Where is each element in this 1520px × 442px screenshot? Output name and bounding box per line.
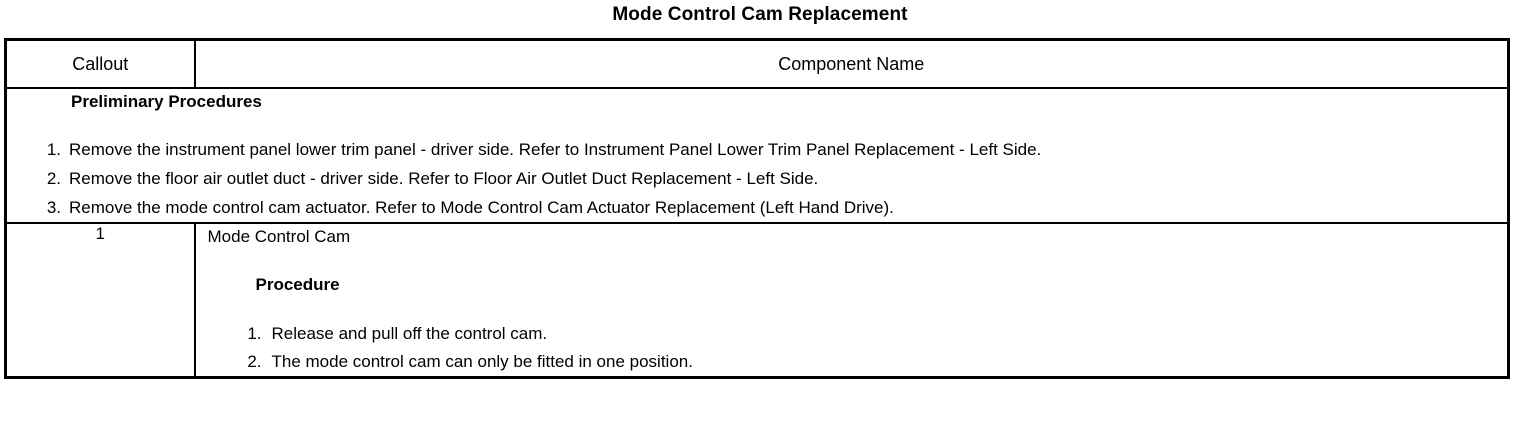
list-item: 2. Remove the floor air outlet duct - dri… xyxy=(7,164,1507,193)
list-item: 1. Remove the instrument panel lower trim… xyxy=(7,135,1507,164)
step-text: Release and pull off the control cam. xyxy=(271,324,548,343)
step-number: 3. xyxy=(46,198,61,217)
step-text: The mode control cam can only be fitted … xyxy=(271,352,693,371)
procedure-steps-list: 1.Release and pull off the control cam. … xyxy=(196,320,1508,376)
step-number: 2. xyxy=(46,169,61,188)
list-item: 1. Release and pull off the control cam. xyxy=(196,320,1508,348)
preliminary-procedures-cell: Preliminary Procedures 1. Remove the inst… xyxy=(4,87,1510,224)
step-text: Remove the mode control cam actuator. Re… xyxy=(69,198,894,217)
step-number: 1. xyxy=(247,324,262,343)
table-header-row: Callout Component Name xyxy=(4,38,1510,89)
column-header-callout: Callout xyxy=(4,38,196,89)
procedure-heading: Procedure xyxy=(255,275,340,294)
table-row: 1 Mode Control Cam Procedure 1. Release a… xyxy=(4,222,1510,379)
page-title: Mode Control Cam Replacement xyxy=(612,4,908,25)
component-name: Mode Control Cam xyxy=(207,227,351,246)
component-detail-cell: Mode Control Cam Procedure 1. Release and… xyxy=(193,222,1510,379)
procedure-table: Callout Component Name Preliminary Proce… xyxy=(4,38,1510,379)
step-text: Remove the floor air outlet duct - drive… xyxy=(69,169,819,188)
step-number: 2. xyxy=(247,352,262,371)
step-text: Remove the instrument panel lower trim p… xyxy=(69,140,1042,159)
step-number: 1. xyxy=(46,140,61,159)
list-item: 3. Remove the mode control cam actuator. … xyxy=(7,193,1507,222)
column-header-component-name: Component Name xyxy=(193,38,1510,89)
preliminary-procedures-row: Preliminary Procedures 1. Remove the inst… xyxy=(4,87,1510,224)
preliminary-procedures-heading: Preliminary Procedures xyxy=(71,92,262,111)
preliminary-steps-list: 1. Remove the instrument panel lower trim… xyxy=(7,135,1507,222)
callout-number: 1 xyxy=(4,222,196,379)
list-item: 2. The mode control cam can only be fitte… xyxy=(196,348,1508,376)
